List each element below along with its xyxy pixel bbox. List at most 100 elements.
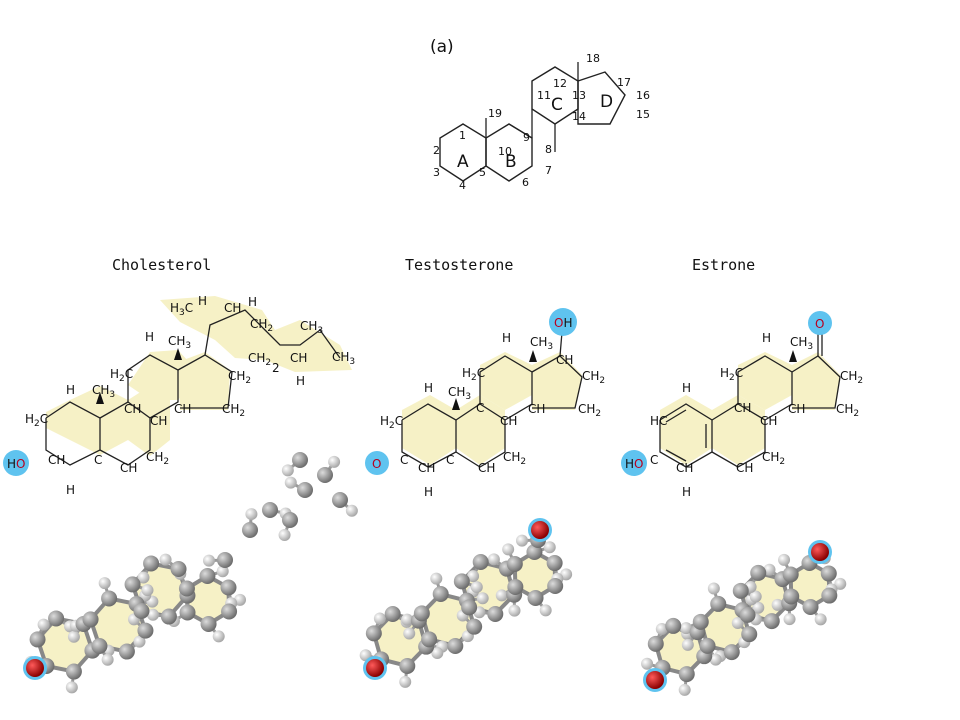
pos-19: 19	[488, 107, 502, 120]
cholesterol-structure: H2C H CH3 H2C H CH3 H3C H CH H CH2 CH3 C…	[3, 294, 355, 497]
svg-text:CH2: CH2	[578, 402, 601, 419]
svg-text:CH: CH	[150, 414, 167, 428]
testosterone-ketone-highlight	[365, 451, 389, 475]
svg-text:CH2: CH2	[836, 402, 859, 419]
title-cholesterol: Cholesterol	[112, 256, 211, 274]
pos-5: 5	[479, 166, 486, 179]
svg-text:H2C: H2C	[462, 366, 485, 383]
ring-letter-a: A	[457, 152, 469, 172]
ball-and-stick-models	[23, 452, 847, 696]
svg-text:O: O	[372, 457, 381, 471]
cholesterol-hydroxyl-highlight	[3, 450, 29, 476]
svg-text:H: H	[762, 331, 771, 345]
pos-9: 9	[523, 131, 530, 144]
svg-text:H: H	[682, 381, 691, 395]
svg-text:HO: HO	[7, 457, 25, 471]
pos-13: 13	[572, 89, 586, 102]
steroid-core-diagram: (a) A B C D 1 2 3 4 5 6 7 8	[430, 37, 650, 192]
svg-text:CH: CH	[48, 453, 65, 467]
estrone-hydroxyl-highlight	[621, 450, 647, 476]
svg-text:CH: CH	[556, 353, 573, 367]
svg-text:CH: CH	[734, 401, 751, 415]
svg-text:CH3: CH3	[92, 383, 115, 400]
pos-2: 2	[433, 144, 440, 157]
estrone-ketone-highlight	[808, 311, 832, 335]
svg-text:H2C: H2C	[25, 412, 48, 429]
pos-10: 10	[498, 145, 512, 158]
svg-text:C: C	[650, 453, 658, 467]
svg-text:C: C	[476, 401, 484, 415]
pos-1: 1	[459, 129, 466, 142]
pos-14: 14	[572, 110, 586, 123]
estrone-model	[641, 540, 847, 696]
svg-text:CH3: CH3	[530, 335, 553, 352]
pos-12: 12	[553, 77, 567, 90]
svg-text:CH: CH	[124, 402, 141, 416]
estrone-structure: H CH3 H2C CH2 CH2 CH CH H CH HC C CH H C…	[621, 311, 863, 499]
cholesterol-model	[23, 452, 358, 694]
pos-18: 18	[586, 52, 600, 65]
ring-letter-c: C	[551, 95, 563, 115]
ring-d	[577, 71, 626, 125]
svg-text:H: H	[145, 330, 154, 344]
pos-17: 17	[617, 76, 631, 89]
title-estrone: Estrone	[692, 256, 755, 274]
svg-text:CH2: CH2	[146, 450, 169, 467]
testosterone-hydroxyl-highlight	[549, 308, 577, 336]
svg-text:H: H	[248, 295, 257, 309]
panel-label: (a)	[430, 37, 454, 57]
testosterone-model	[359, 518, 573, 688]
svg-text:H: H	[502, 331, 511, 345]
svg-text:CH2: CH2	[228, 369, 251, 386]
pos-4: 4	[459, 179, 466, 192]
svg-text:CH: CH	[736, 461, 753, 475]
svg-text:HO: HO	[625, 457, 643, 471]
svg-text:H: H	[682, 485, 691, 499]
testosterone-structure: H CH3 CH H2C CH2 CH2 CH CH H CH3 C H2C C…	[365, 308, 605, 499]
cholesterol-sidechain-halo	[160, 296, 352, 372]
svg-text:CH2: CH2	[582, 369, 605, 386]
svg-text:CH3: CH3	[168, 334, 191, 351]
svg-text:CH: CH	[788, 402, 805, 416]
svg-text:CH2: CH2	[222, 402, 245, 419]
svg-text:H: H	[424, 381, 433, 395]
svg-text:2: 2	[272, 361, 280, 375]
svg-text:O: O	[815, 317, 824, 331]
pos-8: 8	[545, 143, 552, 156]
svg-text:C: C	[94, 453, 102, 467]
pos-15: 15	[636, 108, 650, 121]
svg-text:CH2: CH2	[248, 351, 271, 368]
svg-text:CH: CH	[676, 461, 693, 475]
svg-text:CH: CH	[224, 301, 241, 315]
title-testosterone: Testosterone	[405, 256, 513, 274]
pos-16: 16	[636, 89, 650, 102]
svg-text:CH: CH	[418, 461, 435, 475]
pos-6: 6	[522, 176, 529, 189]
svg-text:H2C: H2C	[110, 367, 133, 384]
svg-text:C: C	[446, 453, 454, 467]
ring-letter-d: D	[600, 92, 613, 112]
ring-letter-b: B	[505, 152, 517, 172]
svg-text:CH2: CH2	[503, 450, 526, 467]
svg-text:H: H	[198, 294, 207, 308]
svg-text:CH: CH	[528, 402, 545, 416]
svg-text:CH2: CH2	[250, 317, 273, 334]
svg-text:CH: CH	[120, 461, 137, 475]
svg-text:CH: CH	[760, 414, 777, 428]
svg-text:CH: CH	[290, 351, 307, 365]
svg-text:CH2: CH2	[840, 369, 863, 386]
svg-text:C: C	[400, 453, 408, 467]
svg-text:CH: CH	[174, 402, 191, 416]
svg-text:H2C: H2C	[380, 414, 403, 431]
svg-text:CH3: CH3	[300, 319, 323, 336]
svg-text:H2C: H2C	[720, 366, 743, 383]
svg-text:CH3: CH3	[448, 385, 471, 402]
svg-text:HC: HC	[650, 414, 667, 428]
svg-text:CH: CH	[500, 414, 517, 428]
svg-text:CH: CH	[478, 461, 495, 475]
pos-7: 7	[545, 164, 552, 177]
svg-text:H3C: H3C	[170, 301, 193, 318]
pos-3: 3	[433, 166, 440, 179]
svg-text:CH3: CH3	[790, 335, 813, 352]
